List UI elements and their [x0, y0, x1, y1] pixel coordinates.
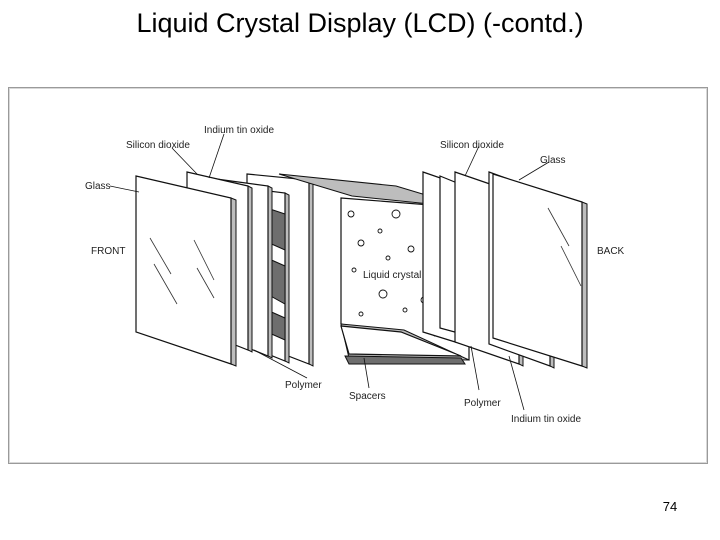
label-polymer-back: Polymer: [464, 398, 501, 409]
slide-title: Liquid Crystal Display (LCD) (-contd.): [136, 8, 584, 38]
label-indium-tin-oxide-back: Indium tin oxide: [511, 414, 581, 425]
front-glass-plate: [135, 175, 237, 367]
label-silicon-dioxide-front: Silicon dioxide: [126, 140, 190, 151]
label-back: BACK: [597, 246, 625, 257]
label-liquid-crystal: Liquid crystal: [363, 270, 421, 281]
leader-lines: [109, 133, 550, 411]
label-polymer-front: Polymer: [285, 380, 322, 391]
label-indium-tin-oxide-front: Indium tin oxide: [204, 125, 274, 136]
label-spacers: Spacers: [349, 391, 386, 402]
label-glass-back: Glass: [540, 155, 566, 166]
back-glass-plate: [492, 173, 588, 369]
diagram-canvas: Silicon dioxide Indium tin oxide Glass F…: [85, 125, 625, 425]
label-front: FRONT: [91, 246, 125, 257]
label-glass-front: Glass: [85, 181, 111, 192]
lcd-exploded-diagram: Silicon dioxide Indium tin oxide Glass F…: [8, 87, 708, 464]
page-number: 74: [662, 499, 678, 514]
label-silicon-dioxide-back: Silicon dioxide: [440, 140, 504, 151]
